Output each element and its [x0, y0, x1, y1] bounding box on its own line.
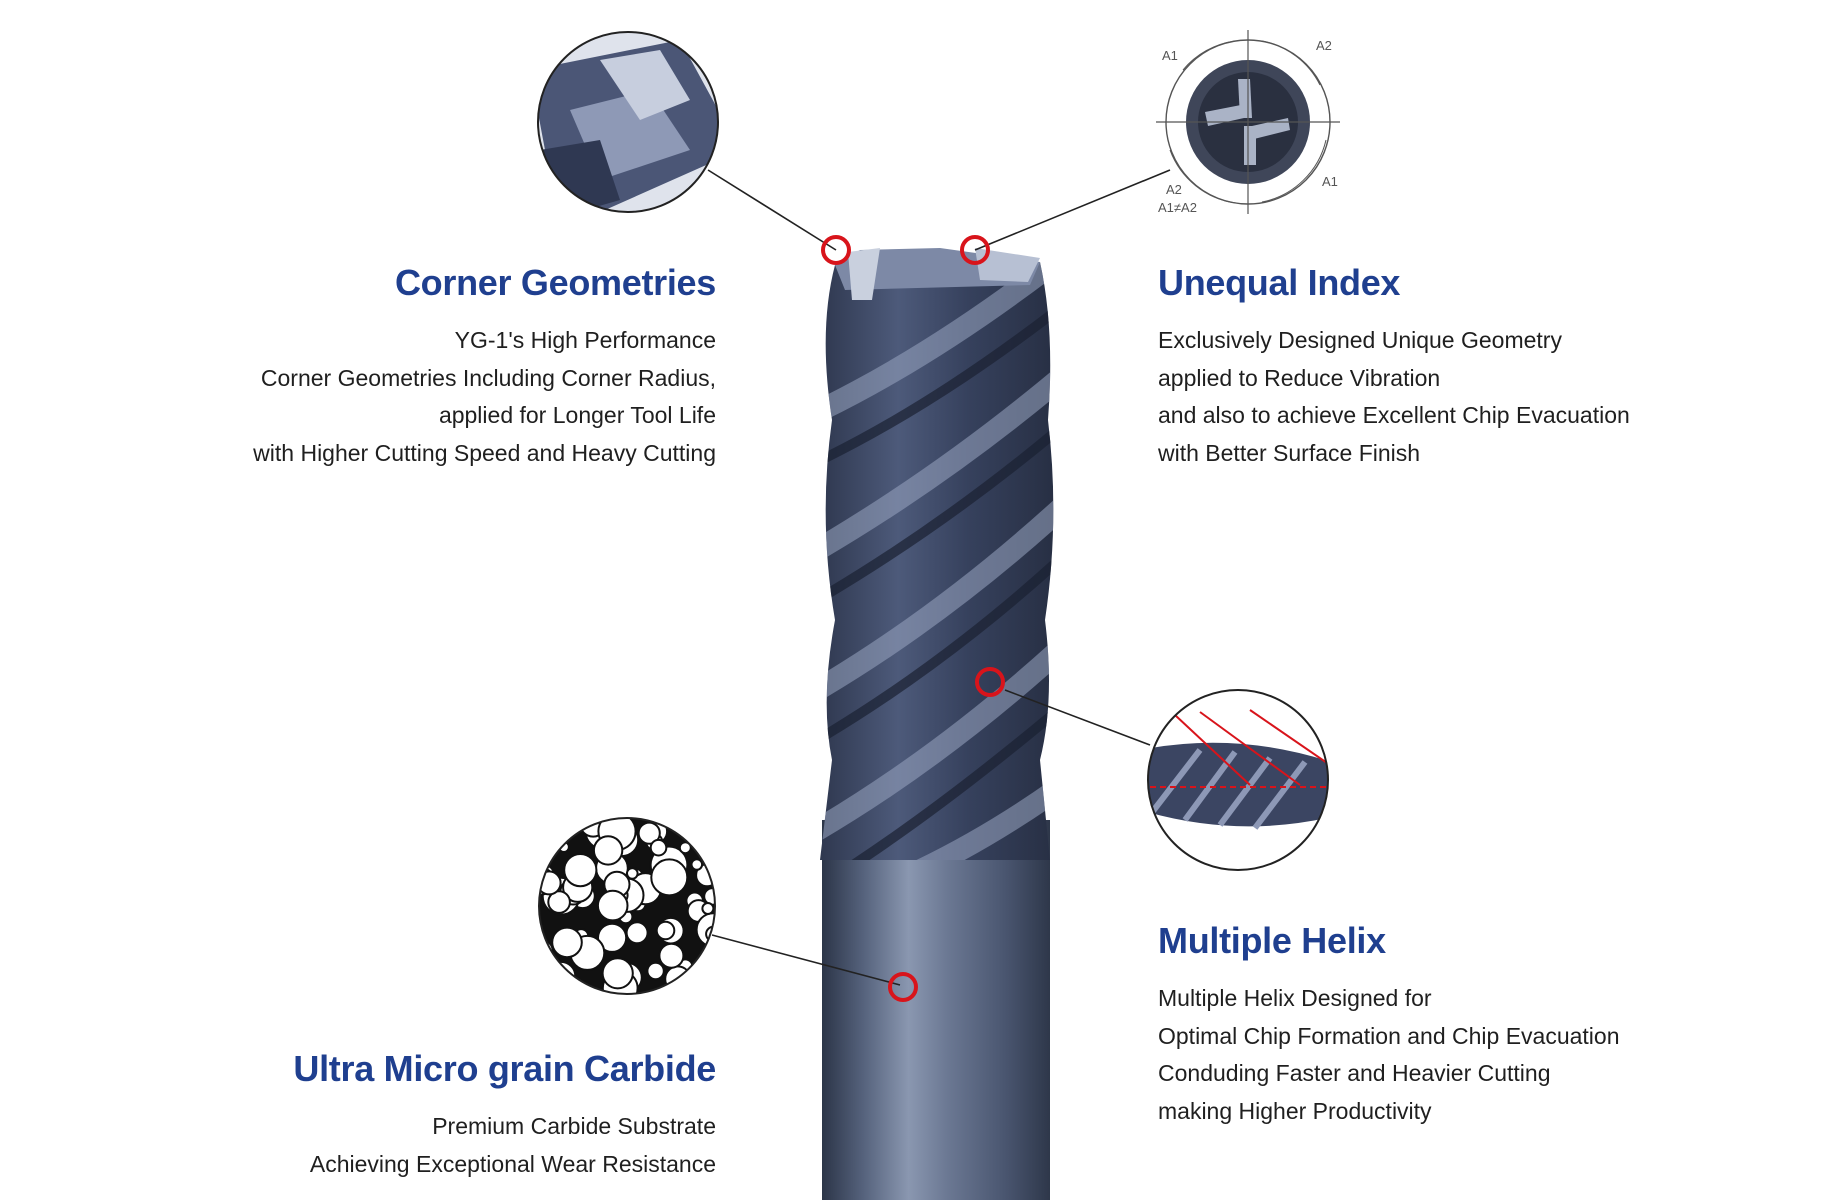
grain [596, 889, 629, 922]
helix-line-1: Multiple Helix Designed for [1158, 985, 1432, 1011]
carbide-grain-callout [538, 817, 716, 995]
grain [597, 922, 628, 953]
label-a2-top: A2 [1316, 38, 1332, 53]
red-markers [821, 235, 1005, 1002]
unequal-line-3: and also to achieve Excellent Chip Evacu… [1158, 402, 1630, 428]
unequal-line-2: applied to Reduce Vibration [1158, 364, 1441, 391]
grain [601, 957, 634, 990]
corner-detail-callout [537, 31, 719, 213]
marker-carbide [888, 972, 918, 1002]
marker-corner [821, 235, 851, 265]
grain [625, 921, 649, 945]
grain [637, 821, 661, 845]
grain [539, 963, 569, 994]
unequal-index-diagram: A1 A2 A1 A2 A1≠A2 [1156, 30, 1340, 215]
feature-corner-geometries: Corner Geometries YG-1's High Performanc… [253, 262, 716, 472]
feature-ultra-micro-grain-carbide: Ultra Micro grain Carbide Premium Carbid… [293, 1048, 716, 1183]
grain [547, 890, 571, 914]
feature-unequal-index: Unequal Index Exclusively Designed Uniqu… [1158, 262, 1630, 472]
marker-index [960, 235, 990, 265]
feature-multiple-helix: Multiple Helix Multiple Helix Designed f… [1158, 920, 1620, 1130]
carbide-line-2: Achieving Exceptional Wear Resistance [309, 1150, 716, 1177]
helix-line-3: Conduding Faster and Heavier Cutting [1158, 1060, 1551, 1086]
unequal-line-1: Exclusively Designed Unique Geometry [1158, 327, 1562, 353]
carbide-title: Ultra Micro grain Carbide [293, 1048, 716, 1089]
label-a1-right: A1 [1322, 174, 1338, 189]
grain [626, 867, 639, 880]
grain [646, 961, 665, 981]
grain [563, 853, 598, 888]
grain [551, 926, 583, 959]
grain [539, 938, 554, 964]
helix-detail-callout [1147, 689, 1329, 871]
helix-line-4: making Higher Productivity [1158, 1097, 1432, 1124]
grain [655, 920, 676, 941]
tool-shank [822, 820, 1050, 1200]
grain [650, 858, 689, 897]
grain [658, 942, 685, 969]
label-a1-top: A1 [1162, 48, 1178, 63]
corner-line-4: with Higher Cutting Speed and Heavy Cutt… [253, 439, 716, 466]
corner-line-2: Corner Geometries Including Corner Radiu… [260, 364, 716, 391]
grain [544, 971, 564, 991]
grain [678, 841, 692, 855]
unequal-line-4: with Better Surface Finish [1158, 439, 1421, 466]
corner-geometries-title: Corner Geometries [394, 262, 716, 303]
label-inequality: A1≠A2 [1158, 200, 1197, 215]
grain [592, 835, 624, 866]
helix-line-2: Optimal Chip Formation and Chip Evacuati… [1158, 1022, 1620, 1049]
marker-helix [975, 667, 1005, 697]
corner-line-3: applied for Longer Tool Life [438, 402, 716, 428]
carbide-line-1: Premium Carbide Substrate [432, 1113, 716, 1139]
grain [540, 818, 568, 836]
grain [691, 963, 715, 994]
grain [690, 858, 704, 871]
multiple-helix-title: Multiple Helix [1158, 920, 1386, 961]
label-a2-bottom: A2 [1166, 182, 1182, 197]
unequal-index-title: Unequal Index [1158, 262, 1401, 303]
leader-lines [707, 169, 1171, 986]
tool-flutes [820, 262, 1054, 860]
corner-line-1: YG-1's High Performance [454, 327, 716, 353]
grain [545, 960, 577, 992]
grain [649, 838, 668, 857]
grain [545, 821, 564, 839]
grain [701, 902, 715, 915]
